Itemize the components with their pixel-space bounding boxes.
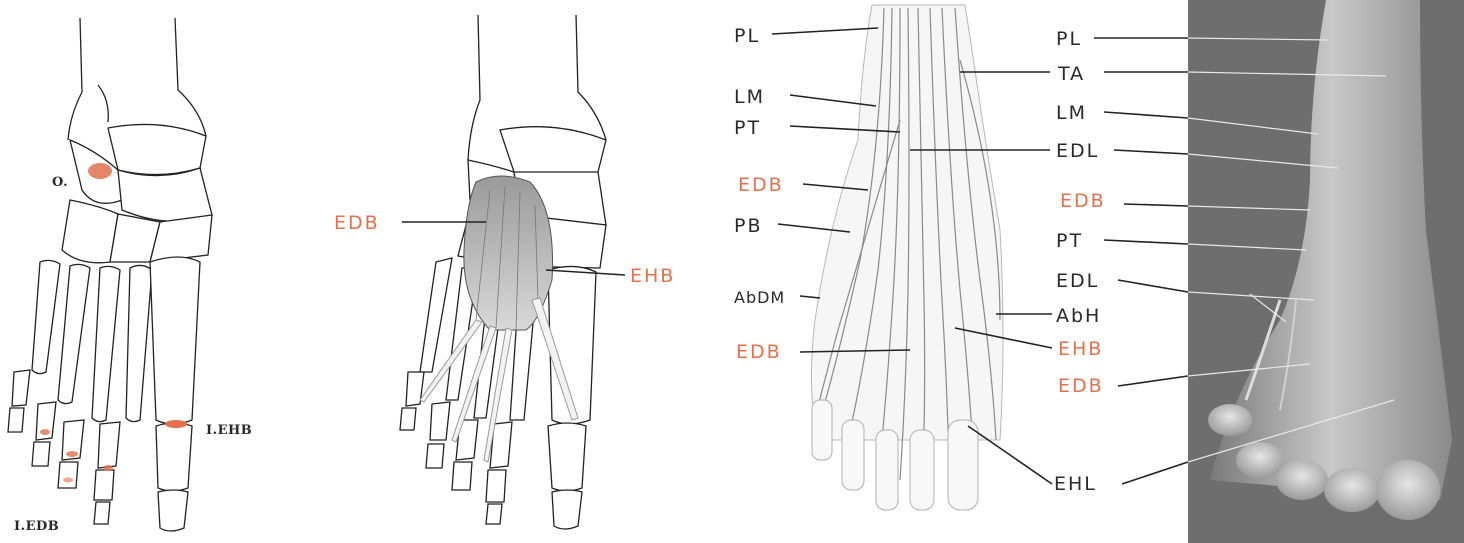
label-edb-left-bottom: EDB: [736, 341, 782, 363]
label-ehb: EHB: [1058, 338, 1103, 360]
label-edb-left-top: EDB: [738, 174, 784, 196]
label-pb-left: PB: [734, 215, 763, 237]
edb-insertion-marker-4: [103, 465, 113, 471]
label-abdm: AbDM: [734, 288, 785, 307]
label-ehb: EHB: [630, 265, 675, 287]
origin-marker: [88, 163, 112, 179]
label-edb-right-bottom: EDB: [1058, 375, 1104, 397]
label-abh: AbH: [1056, 305, 1101, 327]
label-pl-right: PL: [1056, 28, 1082, 50]
label-lm-left: LM: [734, 86, 765, 108]
edb-insertion-marker-2: [66, 451, 78, 457]
panel-muscle: EDB EHB: [334, 15, 675, 529]
label-edl-bottom: EDL: [1056, 270, 1099, 292]
label-pt-right: PT: [1056, 230, 1083, 252]
label-pl-left: PL: [734, 25, 760, 47]
label-ta: TA: [1057, 63, 1085, 85]
label-edb: EDB: [334, 212, 380, 234]
panel-photo: PL TA LM EDL EDB PT EDL AbH EHB EDB EHL: [1054, 0, 1464, 543]
edb-insertion-marker-1: [40, 429, 50, 435]
panel-skeleton: O. I.EDB I.EHB: [8, 18, 252, 534]
ehb-insertion-marker: [165, 420, 187, 428]
edb-insertion-marker-3: [63, 478, 73, 483]
label-origin: O.: [52, 175, 68, 190]
label-lm-right: LM: [1056, 102, 1087, 124]
label-edb-right-mid: EDB: [1060, 190, 1106, 212]
label-insertion-ehb: I.EHB: [206, 423, 252, 438]
label-edl-top: EDL: [1056, 140, 1099, 162]
label-pt-left: PT: [734, 117, 761, 139]
panel-dissection: PL LM PT EDB PB AbDM EDB: [734, 5, 1052, 510]
label-ehl: EHL: [1054, 473, 1097, 495]
label-insertion-edb: I.EDB: [14, 519, 59, 534]
